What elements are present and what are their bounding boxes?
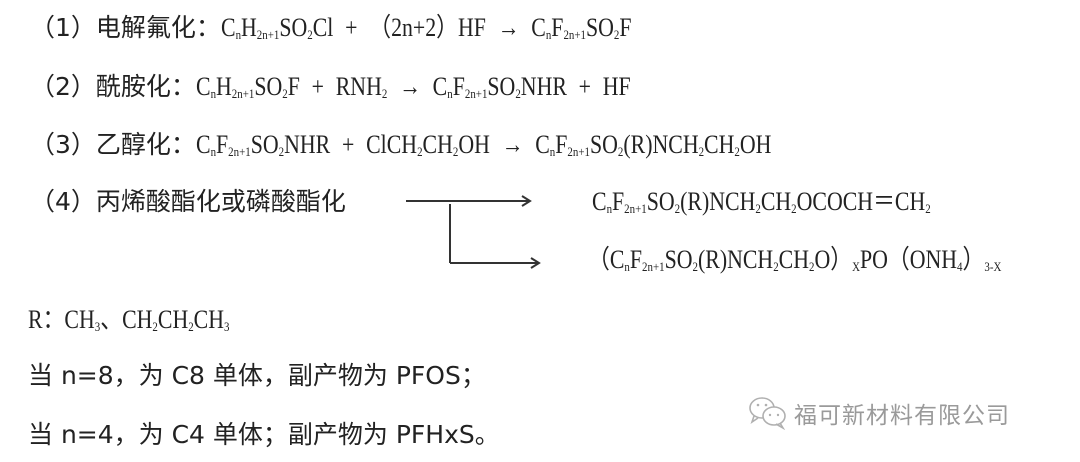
- reaction-arrow: →: [399, 72, 421, 101]
- watermark: 福可新材料有限公司: [748, 396, 1010, 430]
- reaction-2-name: 酰胺化：: [95, 72, 196, 101]
- reaction-4-product-phosphate: （CnF2n+1SO2(R)NCH2CH2O）XPO（ONH4）3-X: [588, 245, 1002, 274]
- reaction-4-product-acrylate: CnF2n+1SO2(R)NCH2CH2OCOCH＝CH2: [592, 187, 931, 216]
- reaction-2: （2）酰胺化：CnH2n+1SO2F+RNH2→CnF2n+1SO2NHR+HF: [30, 72, 713, 102]
- reaction-4-name: 丙烯酸酯化或磷酸酯化: [95, 187, 346, 216]
- reaction-arrow: →: [501, 130, 524, 159]
- reaction-3: （3）乙醇化：CnF2n+1SO2NHR+ClCH2CH2OH→CnF2n+1S…: [30, 130, 881, 160]
- note-c4: 当 n=4，为 C4 单体；副产物为 PFHxS。: [28, 420, 500, 449]
- wechat-icon: [749, 397, 786, 430]
- reaction-2-number: （2）: [30, 72, 96, 101]
- reaction-arrow: →: [497, 13, 520, 42]
- note-c8: 当 n=8，为 C8 单体，副产物为 PFOS；: [28, 361, 486, 390]
- reaction-1-number: （1）: [30, 13, 96, 42]
- reaction-1-equation: CnH2n+1SO2Cl+（2n+2）HF→CnF2n+1SO2F: [220, 13, 632, 42]
- watermark-text: 福可新材料有限公司: [794, 403, 1010, 429]
- r-definition: R：CH3、CH2CH2CH3: [28, 305, 230, 334]
- reaction-4-number: （4）: [30, 187, 96, 216]
- reaction-1-name: 电解氟化：: [95, 13, 221, 42]
- reaction-1: （1）电解氟化：CnH2n+1SO2Cl+（2n+2）HF→CnF2n+1SO2…: [30, 13, 710, 43]
- reaction-3-number: （3）: [30, 130, 96, 159]
- reaction-2-equation: CnH2n+1SO2F+RNH2→CnF2n+1SO2NHR+HF: [195, 72, 631, 101]
- reaction-3-name: 乙醇化：: [95, 130, 196, 159]
- reaction-3-equation: CnF2n+1SO2NHR+ClCH2CH2OH→CnF2n+1SO2(R)NC…: [195, 130, 772, 159]
- reaction-4: （4）丙烯酸酯化或磷酸酯化: [30, 187, 346, 217]
